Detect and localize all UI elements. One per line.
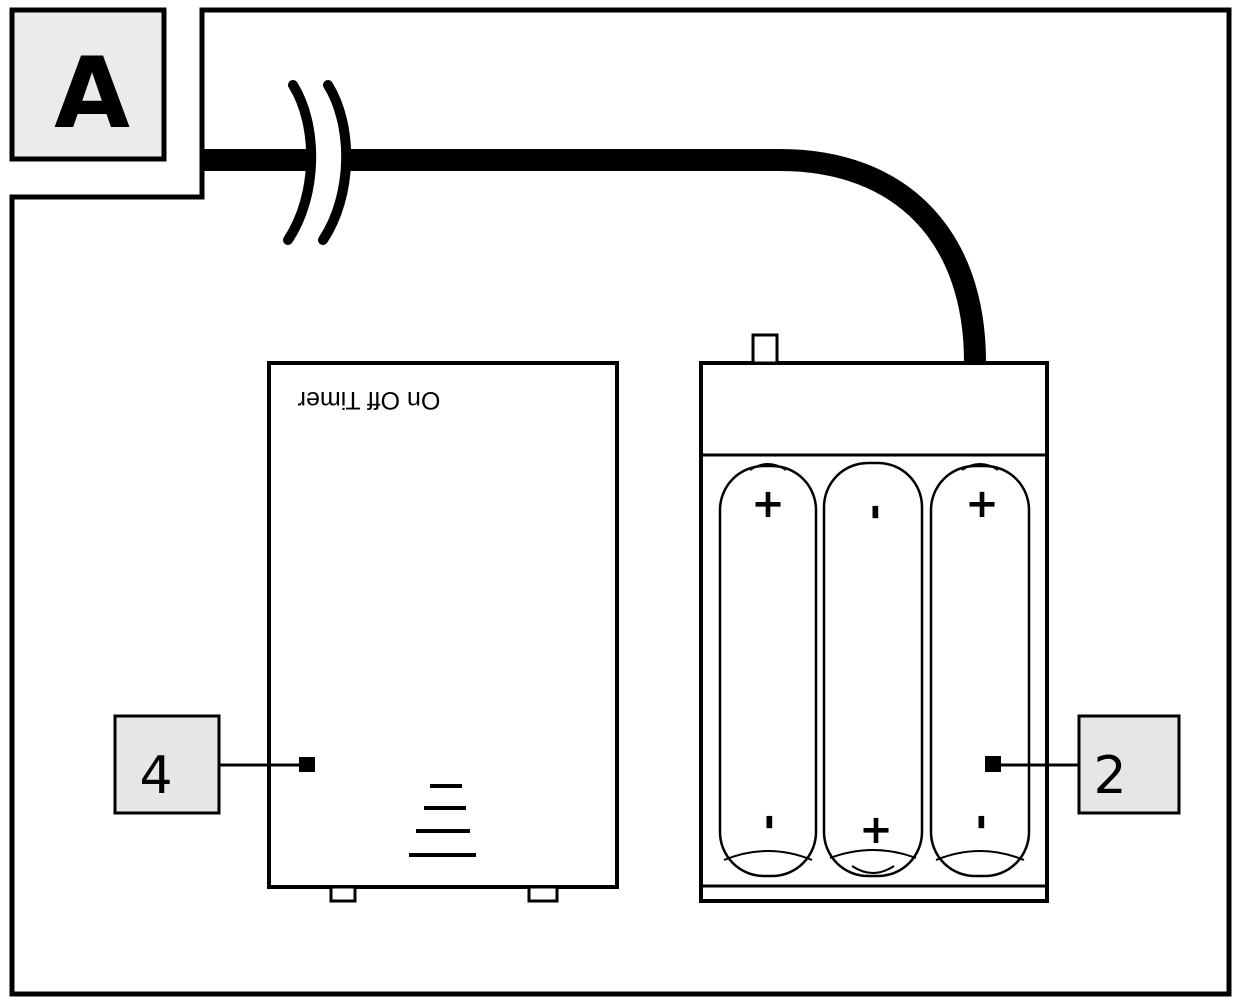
- callout-battery-box: 2: [985, 714, 1181, 815]
- battery-cell-bottom-sign: -: [748, 814, 794, 831]
- timer-body: [267, 361, 619, 889]
- battery-cell-body: [718, 464, 818, 878]
- panel-letter: A: [54, 37, 130, 151]
- battery-cell: + -: [929, 463, 1031, 878]
- timer-foot-right: [527, 885, 559, 903]
- cable: [202, 80, 986, 363]
- callout-anchor-dot: [985, 756, 1001, 772]
- cable-break-mark-right: [318, 80, 352, 245]
- callout-box: [113, 714, 221, 815]
- outer-frame: [9, 7, 1232, 997]
- callout-number: 4: [139, 746, 172, 806]
- battery-cell-bottom-nub: [851, 865, 895, 874]
- callout-timer: 4: [113, 714, 315, 815]
- battery-cell-top-sign: +: [965, 481, 999, 527]
- battery-cell: + -: [718, 463, 818, 878]
- battery-box: + - - + + -: [699, 333, 1049, 903]
- callout-box: [1077, 714, 1181, 815]
- timer-label: On Off Timer: [298, 386, 441, 414]
- battery-box-top-stub: [751, 333, 779, 365]
- battery-cell-bottom-curve: [935, 850, 1025, 861]
- battery-cell-bottom-sign: +: [859, 807, 893, 853]
- cable-line: [202, 149, 986, 363]
- cable-break-mark-left: [283, 80, 317, 245]
- battery-cell-top-sign: -: [854, 504, 900, 521]
- battery-cell-top-nub: [749, 463, 787, 471]
- battery-cell-bottom-sign: -: [960, 814, 1006, 831]
- battery-cell-top-nub: [961, 463, 999, 471]
- battery-cell-top-sign: +: [751, 481, 785, 527]
- timer-foot-left: [329, 885, 357, 903]
- battery-cell-bottom-curve: [723, 850, 813, 861]
- battery-cell-body: [929, 464, 1031, 878]
- battery-cell-body: [822, 461, 924, 878]
- callout-anchor-dot: [299, 757, 315, 772]
- cable-break-gap: [288, 85, 347, 240]
- callout-number: 2: [1093, 746, 1126, 806]
- battery-cell-bottom-curve: [829, 849, 917, 859]
- vent-slots: [409, 784, 476, 857]
- panel-label-box: [9, 7, 167, 162]
- battery-cell: - +: [822, 461, 924, 878]
- panel-label: A: [9, 7, 167, 162]
- timer-unit: On Off Timer: [267, 361, 619, 903]
